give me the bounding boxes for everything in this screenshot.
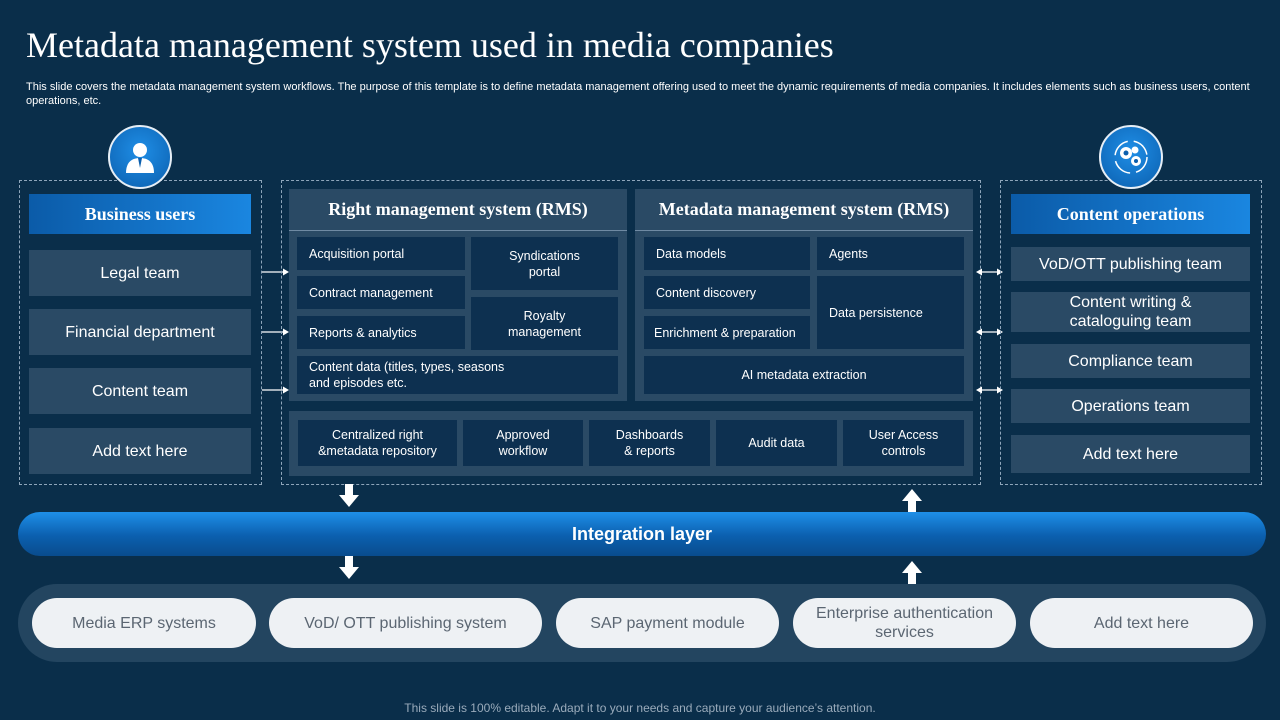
system-pill: Add text here [1030, 598, 1253, 648]
slide-description: This slide covers the metadata managemen… [26, 81, 1250, 107]
rms-title: Right management system (RMS) [289, 189, 627, 231]
business-user-icon [108, 125, 172, 189]
mms-content-discovery: Content discovery [644, 276, 810, 309]
system-pill: Enterprise authentication services [793, 598, 1016, 648]
slide-title: Metadata management system used in media… [26, 25, 834, 65]
mms-title: Metadata management system (RMS) [635, 189, 973, 231]
mms-data-models: Data models [644, 237, 810, 270]
right-arrow-icon [262, 268, 289, 276]
gears-icon [1099, 125, 1163, 189]
mms-enrichment-preparation: Enrichment & preparation [644, 316, 810, 349]
rms-contract-management: Contract management [297, 276, 465, 309]
integration-layer-bar: Integration layer [18, 512, 1266, 556]
content-operations-item: Compliance team [1011, 344, 1250, 378]
business-user-item: Content team [29, 368, 251, 414]
rms-acquisition-portal: Acquisition portal [297, 237, 465, 270]
business-user-item: Financial department [29, 309, 251, 355]
up-arrow-icon [902, 561, 922, 584]
double-arrow-icon [976, 268, 1003, 276]
rms-reports-analytics: Reports & analytics [297, 316, 465, 349]
content-operations-item: Operations team [1011, 389, 1250, 423]
rms-syndications-portal: Syndications portal [471, 237, 618, 290]
up-arrow-icon [902, 489, 922, 512]
content-operations-item: Add text here [1011, 435, 1250, 473]
down-arrow-icon [339, 484, 359, 507]
system-pill: VoD/ OTT publishing system [269, 598, 542, 648]
down-arrow-icon [339, 556, 359, 579]
content-operations-item: VoD/OTT publishing team [1011, 247, 1250, 281]
slide-footer: This slide is 100% editable. Adapt it to… [404, 701, 876, 715]
capability-dashboards: Dashboards & reports [589, 420, 710, 466]
capability-access-controls: User Access controls [843, 420, 964, 466]
business-users-header: Business users [29, 194, 251, 234]
capability-workflow: Approved workflow [463, 420, 583, 466]
content-operations-header: Content operations [1011, 194, 1250, 234]
capability-audit-data: Audit data [716, 420, 837, 466]
content-operations-item: Content writing & cataloguing team [1011, 292, 1250, 332]
mms-agents: Agents [817, 237, 964, 270]
capability-repository: Centralized right &metadata repository [298, 420, 457, 466]
double-arrow-icon [976, 328, 1003, 336]
business-user-item: Legal team [29, 250, 251, 296]
mms-data-persistence: Data persistence [817, 276, 964, 349]
right-arrow-icon [262, 328, 289, 336]
rms-royalty-management: Royalty management [471, 297, 618, 350]
double-arrow-icon [976, 386, 1003, 394]
system-pill: SAP payment module [556, 598, 779, 648]
mms-ai-metadata-extraction: AI metadata extraction [644, 356, 964, 394]
system-pill: Media ERP systems [32, 598, 256, 648]
business-user-item: Add text here [29, 428, 251, 474]
rms-content-data: Content data (titles, types, seasons and… [297, 356, 618, 394]
right-arrow-icon [262, 386, 289, 394]
